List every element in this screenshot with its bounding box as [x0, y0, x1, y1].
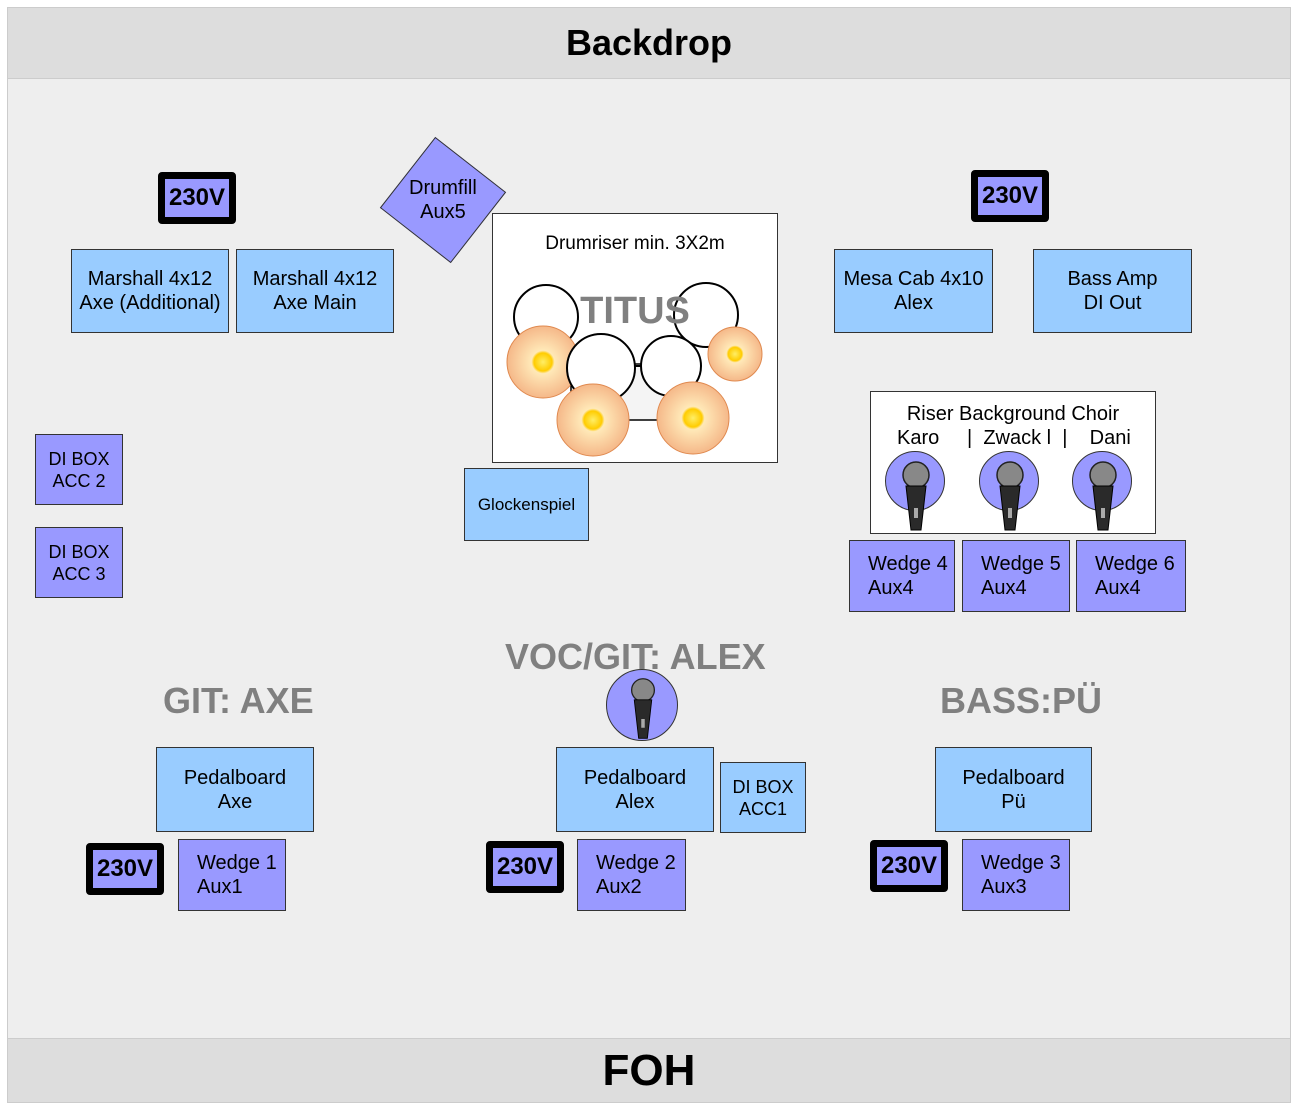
amp-owner: Alex — [894, 292, 933, 314]
wedge-aux: Aux1 — [197, 876, 243, 898]
di-box-channel: ACC 2 — [52, 470, 106, 491]
pedalboard-alex: Pedalboard Alex — [556, 747, 714, 832]
choir-names: Karo | Zwack l | Dani — [897, 427, 1131, 449]
musician-axe: GIT: AXE — [163, 680, 314, 721]
pedalboard-label: Pedalboard — [183, 766, 287, 789]
di-box-acc2: DI BOX ACC 2 — [35, 434, 123, 505]
wedge-label: Wedge 5 — [981, 553, 1061, 575]
amp-owner: DI Out — [1083, 292, 1142, 314]
power-outlet-axe-back: 230V — [158, 172, 236, 224]
mesa-cab: Mesa Cab 4x10 Alex — [834, 249, 993, 333]
drumfill-aux: Aux5 — [420, 201, 466, 223]
wedge-label: Wedge 1 — [197, 852, 277, 874]
drum-kit — [506, 282, 763, 457]
amp-owner: Axe Main — [273, 292, 357, 314]
amp-name: Marshall 4x12 — [252, 268, 378, 290]
wedge-2: Wedge 2 Aux2 — [577, 839, 686, 911]
wedge-label: Wedge 3 — [981, 852, 1061, 874]
cymbal-crash-right-icon — [656, 381, 730, 455]
wedge-label: Wedge 2 — [596, 852, 676, 874]
drum-riser: Drumriser min. 3X2m TITUS — [492, 213, 778, 463]
choir-riser-title: Riser Background Choir — [906, 403, 1120, 425]
power-outlet-axe: 230V — [86, 843, 164, 895]
di-box-label: DI BOX — [48, 448, 110, 469]
wedge-6: Wedge 6 Aux4 — [1076, 540, 1186, 612]
pedalboard-owner: Alex — [615, 790, 655, 813]
power-outlet-alex-back: 230V — [971, 170, 1049, 222]
cymbal-ride-icon — [707, 326, 763, 382]
amp-name: Mesa Cab 4x10 — [843, 268, 984, 290]
mic-alex-icon — [606, 669, 678, 741]
mic-zwack-icon — [979, 451, 1039, 531]
pedalboard-label: Pedalboard — [583, 766, 687, 789]
microphone-icon — [630, 678, 656, 739]
di-box-label: DI BOX — [48, 541, 110, 562]
power-outlet-pue: 230V — [870, 840, 948, 892]
microphone-icon — [1089, 461, 1117, 531]
wedge-aux: Aux4 — [981, 577, 1027, 599]
drumfill-name: Drumfill — [409, 177, 477, 199]
amp-name: Marshall 4x12 — [87, 268, 213, 290]
di-box-label: DI BOX — [732, 776, 794, 797]
drum-riser-title: Drumriser min. 3X2m — [545, 233, 725, 254]
wedge-aux: Aux3 — [981, 876, 1027, 898]
wedge-3: Wedge 3 Aux3 — [962, 839, 1070, 911]
wedge-4: Wedge 4 Aux4 — [849, 540, 955, 612]
musician-alex: VOC/GIT: ALEX — [505, 636, 766, 677]
wedge-aux: Aux4 — [1095, 577, 1141, 599]
microphone-icon — [902, 461, 930, 531]
pedalboard-label: Pedalboard — [962, 766, 1065, 789]
di-box-channel: ACC1 — [738, 798, 787, 819]
mic-karo-icon — [885, 451, 945, 531]
power-outlet-alex: 230V — [486, 841, 564, 893]
musician-pue: BASS:PÜ — [940, 680, 1103, 721]
wedge-aux: Aux4 — [868, 577, 914, 599]
backdrop-label: Backdrop — [7, 7, 1291, 79]
amp-name: Bass Amp — [1067, 268, 1158, 290]
marshall-cab-additional: Marshall 4x12 Axe (Additional) — [71, 249, 229, 333]
drummer-name: TITUS — [580, 290, 690, 332]
wedge-aux: Aux2 — [596, 876, 642, 898]
di-box-acc3: DI BOX ACC 3 — [35, 527, 123, 598]
pedalboard-axe: Pedalboard Axe — [156, 747, 314, 832]
pedalboard-pue: Pedalboard Pü — [935, 747, 1092, 832]
di-box-channel: ACC 3 — [52, 563, 106, 584]
pedalboard-owner: Axe — [217, 790, 253, 813]
pedalboard-owner: Pü — [1001, 790, 1026, 813]
drumfill-text: Drumfill Aux5 — [409, 176, 477, 224]
bass-amp: Bass Amp DI Out — [1033, 249, 1192, 333]
mic-dani-icon — [1072, 451, 1132, 531]
wedge-1: Wedge 1 Aux1 — [178, 839, 286, 911]
amp-owner: Axe (Additional) — [79, 292, 221, 314]
marshall-cab-main: Marshall 4x12 Axe Main — [236, 249, 394, 333]
microphone-icon — [996, 461, 1024, 531]
cymbal-crash-left-icon — [556, 383, 630, 457]
wedge-5: Wedge 5 Aux4 — [962, 540, 1070, 612]
wedge-label: Wedge 6 — [1095, 553, 1175, 575]
di-box-acc1: DI BOX ACC1 — [720, 762, 806, 833]
wedge-label: Wedge 4 — [868, 553, 948, 575]
glockenspiel: Glockenspiel — [464, 468, 589, 541]
foh-label: FOH — [7, 1038, 1291, 1103]
